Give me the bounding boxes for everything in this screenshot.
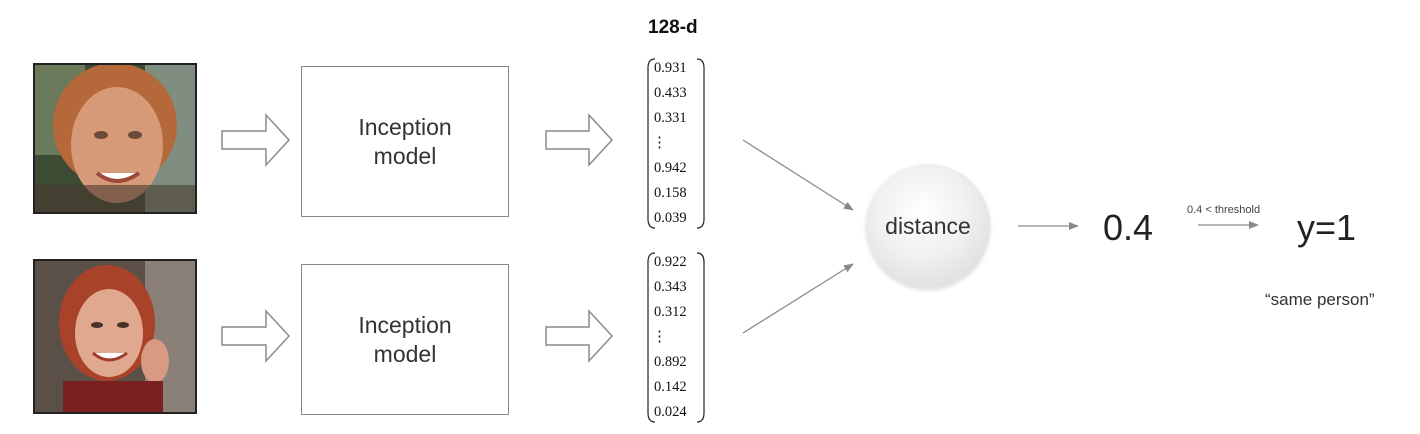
vector-value: 0.892 <box>654 354 687 370</box>
vector-value: 0.931 <box>654 60 687 76</box>
arrow-to-distance-bottom <box>742 263 854 334</box>
model-label-line1: Inception <box>358 113 452 140</box>
matrix-bracket-icon <box>647 58 705 229</box>
vector-heading: 128-d <box>648 17 698 38</box>
face-photo-icon <box>35 65 195 212</box>
model-label-line2: model <box>373 340 437 367</box>
face-photo-2 <box>33 259 197 414</box>
matrix-bracket-icon <box>647 252 705 423</box>
block-arrow-icon <box>221 309 291 363</box>
vector-value: 0.343 <box>654 279 687 295</box>
vector-value: 0.142 <box>654 379 687 395</box>
block-arrow-icon <box>221 113 291 167</box>
face-photo-1 <box>33 63 197 214</box>
vector-value: 0.312 <box>654 304 687 320</box>
output-label: y=1 <box>1297 207 1357 248</box>
distance-value: 0.4 <box>1103 207 1154 248</box>
embedding-vector-2: 0.922 0.343 0.312 ⋮ 0.892 0.142 0.024 <box>645 250 705 425</box>
vector-value: 0.942 <box>654 160 687 176</box>
inception-model-box-1: Inception model <box>301 66 509 217</box>
model-label-line1: Inception <box>358 311 452 338</box>
vector-ellipsis: ⋮ <box>652 135 667 151</box>
block-arrow-icon <box>545 309 614 363</box>
vector-value: 0.331 <box>654 110 687 126</box>
vector-ellipsis: ⋮ <box>652 329 667 345</box>
face-photo-icon <box>35 261 195 412</box>
vector-value: 0.922 <box>654 254 687 270</box>
distance-label: distance <box>885 212 971 239</box>
inception-model-box-2: Inception model <box>301 264 509 415</box>
arrow-to-distance-top <box>742 139 854 211</box>
model-label-line2: model <box>373 142 437 169</box>
distance-node: distance <box>866 164 990 288</box>
embedding-vector-1: 0.931 0.433 0.331 ⋮ 0.942 0.158 0.039 <box>645 56 705 231</box>
output-caption: “same person” <box>1265 290 1375 309</box>
vector-value: 0.024 <box>654 404 687 420</box>
block-arrow-icon <box>545 113 614 167</box>
vector-value: 0.158 <box>654 185 687 201</box>
threshold-label: 0.4 < threshold <box>1187 204 1261 216</box>
vector-value: 0.433 <box>654 85 687 101</box>
vector-value: 0.039 <box>654 210 687 226</box>
